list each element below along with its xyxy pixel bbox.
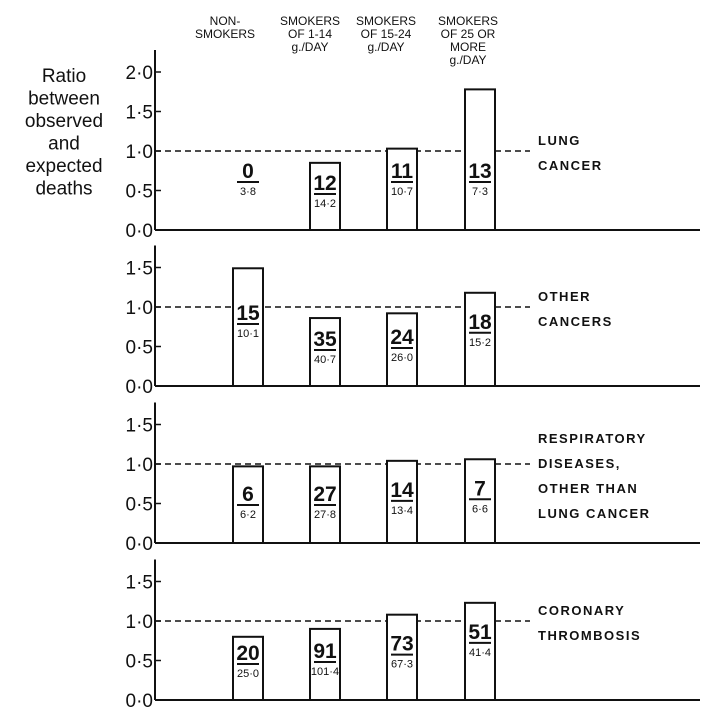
panel-label: CANCER bbox=[538, 158, 603, 173]
expected-deaths-label: 13·4 bbox=[391, 505, 413, 517]
bar bbox=[309, 317, 341, 387]
expected-deaths-label: 40·7 bbox=[314, 354, 336, 366]
expected-deaths-label: 10·1 bbox=[237, 328, 259, 340]
category-header-2: g./DAY bbox=[367, 40, 404, 54]
y-tick-label: 0·0 bbox=[126, 691, 153, 712]
category-header-0: SMOKERS bbox=[195, 27, 255, 41]
expected-deaths-label: 6·2 bbox=[240, 509, 256, 521]
expected-deaths-label: 67·3 bbox=[391, 659, 413, 671]
expected-deaths-label: 41·4 bbox=[469, 647, 491, 659]
expected-deaths-label: 3·8 bbox=[240, 186, 256, 198]
y-tick-label: 1·0 bbox=[126, 455, 153, 476]
bar bbox=[309, 627, 341, 702]
observed-deaths-label: 73 bbox=[390, 633, 413, 656]
expected-deaths-label: 26·0 bbox=[391, 352, 413, 364]
observed-deaths-label: 18 bbox=[468, 311, 492, 334]
observed-deaths-label: 20 bbox=[236, 642, 259, 665]
y-tick-label: 0·5 bbox=[126, 338, 153, 359]
bar bbox=[232, 267, 264, 388]
observed-deaths-label: 6 bbox=[242, 483, 254, 506]
y-tick-label: 2·0 bbox=[126, 63, 153, 84]
observed-deaths-label: 27 bbox=[313, 483, 336, 506]
category-header-3: g./DAY bbox=[449, 53, 486, 67]
expected-deaths-label: 14·2 bbox=[314, 198, 336, 210]
bar bbox=[386, 312, 418, 388]
y-tick-label: 0·0 bbox=[126, 377, 153, 398]
panel-label: RESPIRATORY bbox=[538, 431, 647, 446]
category-header-3: OF 25 OR bbox=[441, 27, 496, 41]
y-tick-label: 1·5 bbox=[126, 103, 153, 124]
panel-label: DISEASES, bbox=[538, 456, 621, 471]
observed-deaths-label: 15 bbox=[236, 302, 260, 325]
observed-deaths-label: 7 bbox=[474, 477, 486, 500]
panel-label: OTHER THAN bbox=[538, 481, 638, 496]
panel-label: THROMBOSIS bbox=[538, 628, 641, 643]
y-axis-title: and bbox=[48, 134, 80, 155]
bar bbox=[464, 88, 496, 231]
observed-deaths-label: 51 bbox=[468, 621, 492, 644]
y-axis-title: between bbox=[28, 89, 100, 110]
bar bbox=[464, 458, 496, 545]
panel-label: LUNG CANCER bbox=[538, 506, 651, 521]
observed-deaths-label: 14 bbox=[390, 479, 414, 502]
y-tick-label: 0·5 bbox=[126, 652, 153, 673]
y-axis-title: observed bbox=[25, 111, 103, 132]
y-tick-label: 1·5 bbox=[126, 416, 153, 437]
observed-deaths-label: 11 bbox=[391, 160, 414, 183]
category-header-2: SMOKERS bbox=[356, 14, 416, 28]
panel-label: CANCERS bbox=[538, 314, 613, 329]
y-tick-label: 1·0 bbox=[126, 298, 153, 319]
bar bbox=[386, 613, 418, 701]
y-tick-label: 1·5 bbox=[126, 259, 153, 280]
bar bbox=[386, 147, 418, 232]
y-tick-label: 0·0 bbox=[126, 221, 153, 242]
y-axis-title: expected bbox=[25, 156, 102, 177]
category-header-3: MORE bbox=[450, 40, 486, 54]
bar bbox=[309, 161, 341, 232]
observed-deaths-label: 13 bbox=[468, 160, 491, 183]
expected-deaths-label: 101·4 bbox=[311, 666, 339, 678]
expected-deaths-label: 7·3 bbox=[472, 186, 488, 198]
category-header-1: SMOKERS bbox=[280, 14, 340, 28]
y-tick-label: 0·5 bbox=[126, 495, 153, 516]
panel-label: CORONARY bbox=[538, 603, 625, 618]
y-axis-title: deaths bbox=[35, 179, 92, 200]
category-header-1: OF 1-14 bbox=[288, 27, 332, 41]
category-header-0: NON- bbox=[210, 14, 241, 28]
expected-deaths-label: 27·8 bbox=[314, 509, 336, 521]
observed-deaths-label: 24 bbox=[390, 326, 414, 349]
expected-deaths-label: 10·7 bbox=[391, 186, 413, 198]
expected-deaths-label: 15·2 bbox=[469, 337, 491, 349]
observed-deaths-label: 12 bbox=[313, 172, 336, 195]
bar bbox=[464, 601, 496, 702]
bar bbox=[464, 291, 496, 387]
category-header-1: g./DAY bbox=[291, 40, 328, 54]
category-header-2: OF 15-24 bbox=[361, 27, 412, 41]
y-tick-label: 0·0 bbox=[126, 534, 153, 555]
category-header-3: SMOKERS bbox=[438, 14, 498, 28]
expected-deaths-label: 6·6 bbox=[472, 503, 488, 515]
observed-deaths-label: 0 bbox=[242, 160, 254, 183]
expected-deaths-label: 25·0 bbox=[237, 668, 259, 680]
bar bbox=[386, 459, 418, 544]
y-tick-label: 1·0 bbox=[126, 612, 153, 633]
observed-deaths-label: 91 bbox=[313, 640, 337, 663]
y-axis-title: Ratio bbox=[42, 66, 86, 87]
observed-deaths-label: 35 bbox=[313, 328, 337, 351]
y-tick-label: 1·0 bbox=[126, 142, 153, 163]
bar bbox=[232, 635, 264, 701]
y-tick-label: 1·5 bbox=[126, 573, 153, 594]
panel-label: LUNG bbox=[538, 133, 581, 148]
panel-label: OTHER bbox=[538, 289, 591, 304]
y-tick-label: 0·5 bbox=[126, 182, 153, 203]
